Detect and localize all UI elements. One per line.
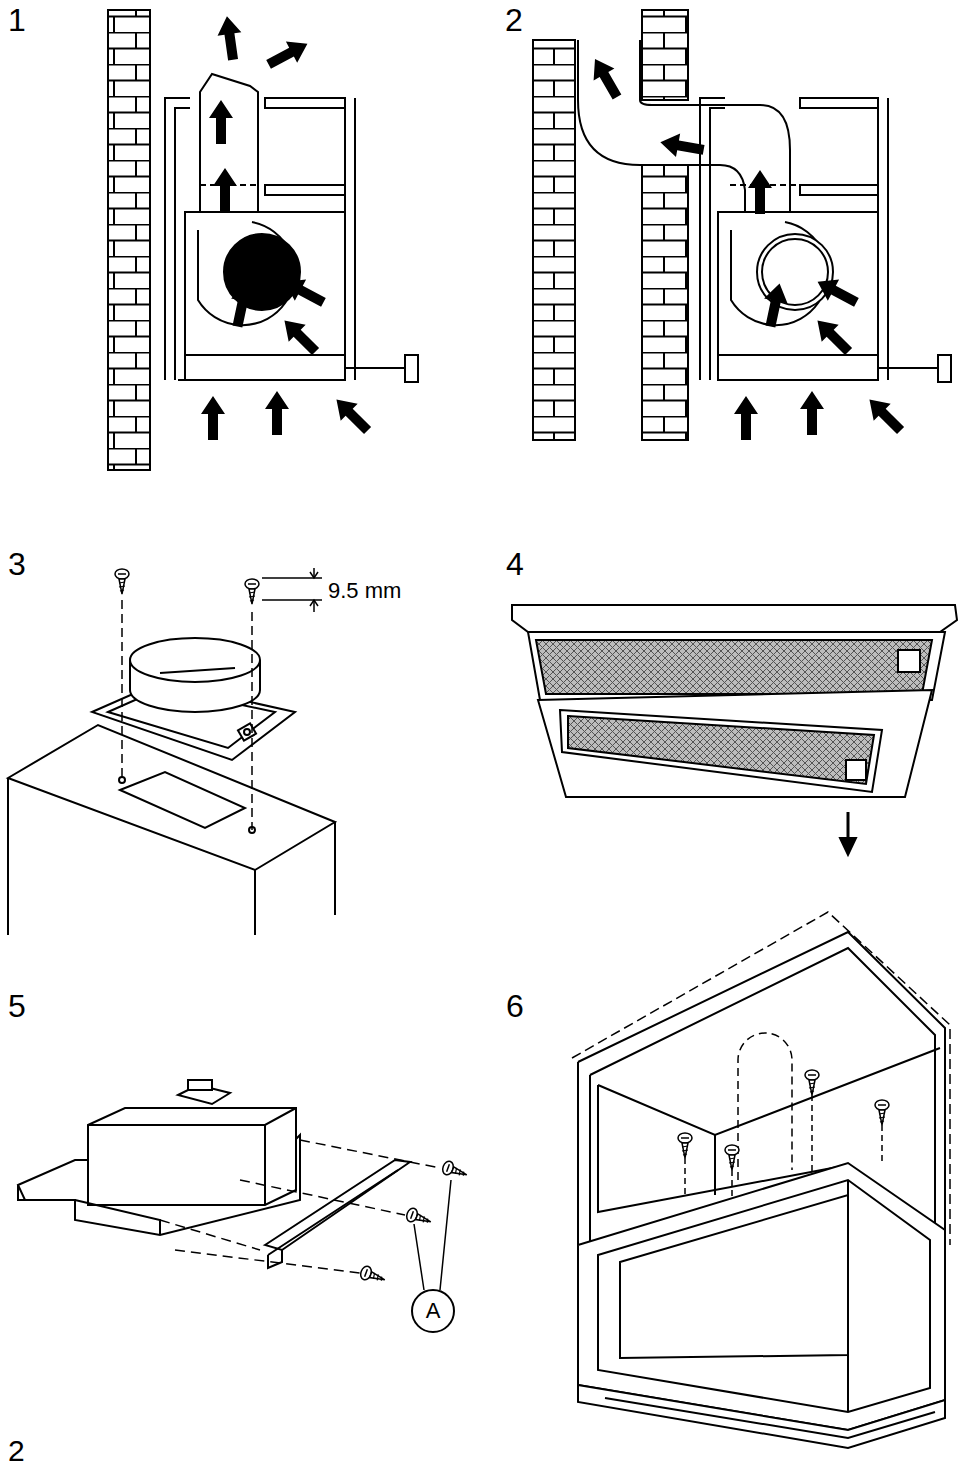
figure-number: 2 [505,4,523,36]
figure-5-hood-and-rail [18,1080,451,1290]
figure-number: 4 [506,548,524,580]
figure-number: 6 [506,990,524,1022]
dimension-label: 9.5 mm [328,580,401,602]
figure-number: 3 [8,548,26,580]
figure-6-screws [678,1070,889,1170]
callout-circle: A [411,1289,455,1333]
figure-2-airflow-arrows [585,53,909,440]
figure-number: 1 [8,4,26,36]
callout-letter: A [426,1300,441,1322]
figure-4-filter-removal [512,605,957,855]
page-number: 2 [8,1436,25,1466]
figure-6-cabinet-mounting [572,912,950,1448]
figure-5-screws [359,1160,469,1287]
figure-1-ducted-exhaust [108,10,418,470]
figure-3-screws [115,569,259,604]
figure-2-ducted-through-wall [533,10,951,440]
figure-3-duct-flange-fitting [8,568,335,935]
figure-1-airflow-arrows [201,15,376,440]
figure-number: 5 [8,990,26,1022]
